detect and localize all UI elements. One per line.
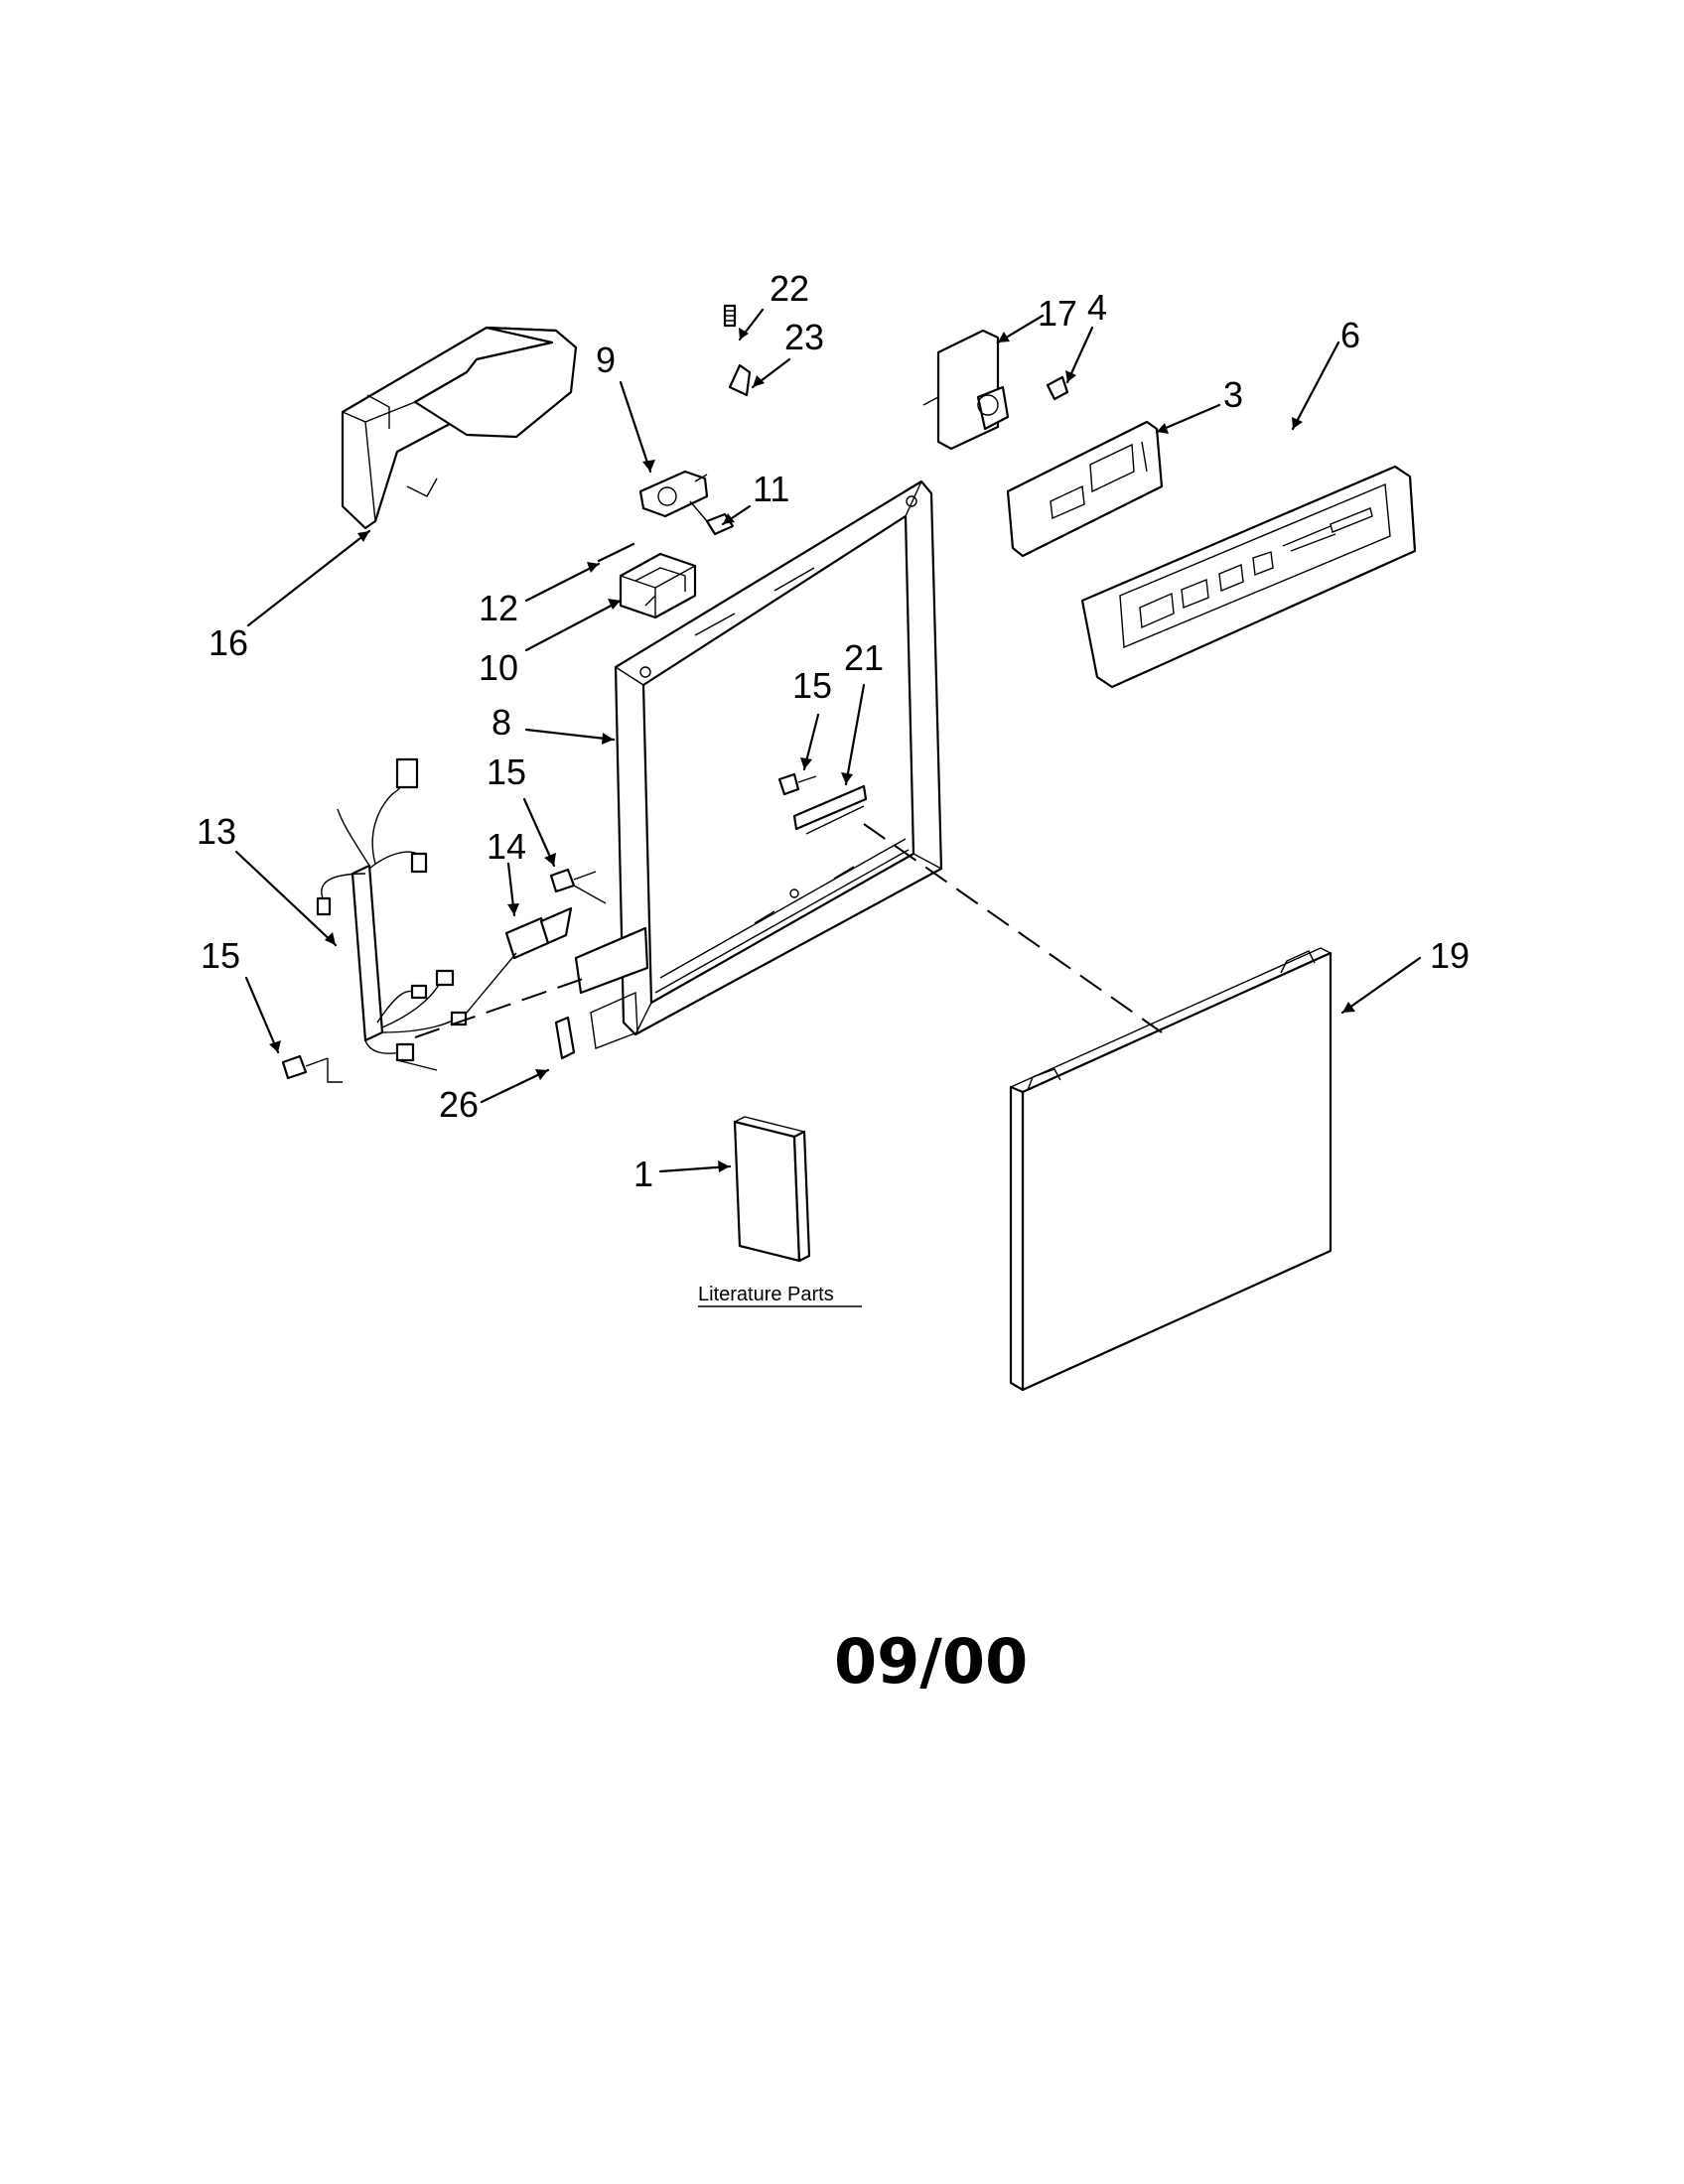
callout-15-left: 15: [201, 935, 240, 976]
callout-21: 21: [844, 637, 884, 678]
part-23-lever: [728, 363, 752, 397]
part-16-duct-cover: [341, 326, 578, 530]
callout-22: 22: [770, 268, 809, 309]
part-4-button: [1046, 375, 1069, 401]
callout-26: 26: [439, 1084, 479, 1125]
callout-1: 1: [633, 1154, 653, 1194]
callout-17: 17: [1038, 293, 1077, 334]
part-15-screw-a: [549, 868, 597, 893]
part-8-door-frame: [614, 479, 943, 1036]
part-14-connector: [504, 906, 573, 960]
part-19-door-panel: [1009, 947, 1333, 1392]
part-1-literature-book: [733, 1116, 811, 1263]
callout-14: 14: [487, 826, 526, 867]
callout-15-mid: 15: [487, 751, 526, 792]
part-9-latch-assembly: [638, 470, 709, 518]
part-12-pin: [597, 542, 635, 563]
callout-labels: 22 23 9 11 17 4 3 6 16 12 10 8 15 21 15 …: [197, 268, 1470, 1194]
part-26-clip: [554, 1016, 576, 1060]
part-21-bracket: [792, 784, 868, 835]
callout-6: 6: [1340, 315, 1360, 355]
callout-10: 10: [479, 647, 518, 688]
callout-15-top: 15: [792, 665, 832, 706]
callout-3: 3: [1223, 374, 1243, 415]
callout-8: 8: [491, 702, 511, 743]
part-3-control-board: [1006, 420, 1164, 558]
callout-13: 13: [197, 811, 236, 852]
callout-23: 23: [784, 317, 824, 357]
callout-11: 11: [753, 469, 789, 509]
part-17-selector-switch: [922, 329, 1010, 451]
callout-16: 16: [209, 622, 248, 663]
literature-parts-label: Literature Parts: [698, 1284, 834, 1305]
part-15-screw-b: [777, 772, 817, 796]
date-code: 09/00: [834, 1625, 1028, 1698]
callout-12: 12: [479, 588, 518, 628]
part-6-control-panel: [1080, 465, 1417, 689]
callout-9: 9: [596, 340, 616, 380]
part-13-wire-harness: [316, 757, 468, 1062]
callout-19: 19: [1430, 935, 1470, 976]
callout-4: 4: [1087, 287, 1107, 328]
relation-lines: [327, 595, 1163, 1083]
part-22-spring: [723, 304, 737, 328]
leader-arrows: [234, 308, 1422, 1173]
part-10-latch-housing: [619, 552, 697, 619]
part-15-screw-c: [281, 1054, 329, 1080]
